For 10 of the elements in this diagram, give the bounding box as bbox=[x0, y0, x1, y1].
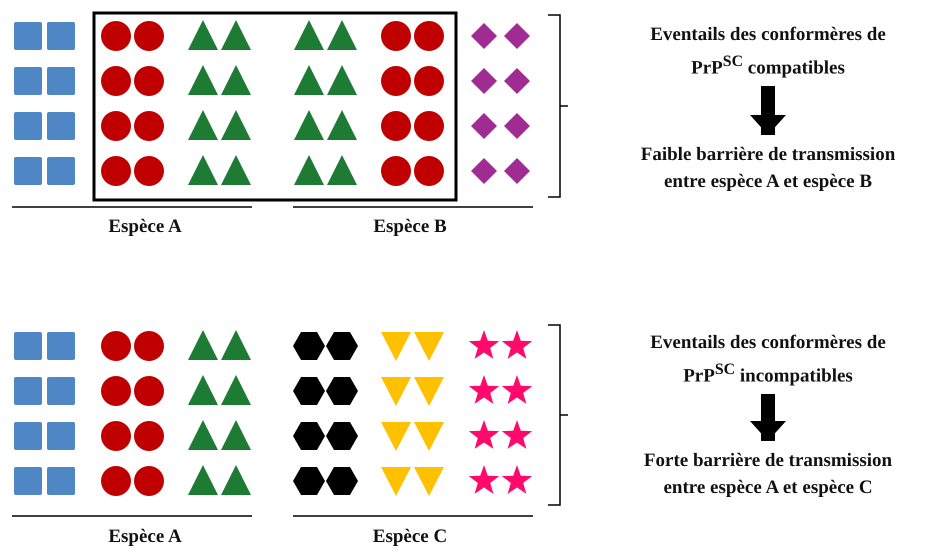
caption-text: Faible barrière de transmission entre espèce A et espèce B bbox=[640, 143, 896, 194]
block-arrow bbox=[750, 394, 786, 441]
species-label: Espèce C bbox=[372, 526, 448, 548]
species-label: Espèce B bbox=[372, 216, 448, 238]
block-arrow bbox=[750, 86, 786, 135]
caption-text: Eventails des conformères de PrP$^{SC}$ incompatibles bbox=[649, 330, 887, 388]
caption-text: Forte barrière de transmission entre espèce A et espèce C bbox=[642, 449, 894, 500]
species-label: Espèce A bbox=[107, 526, 183, 548]
caption-text: Eventails des conformères de PrP$^{SC}$ compatibles bbox=[649, 22, 887, 80]
species-label: Espèce A bbox=[107, 216, 183, 238]
